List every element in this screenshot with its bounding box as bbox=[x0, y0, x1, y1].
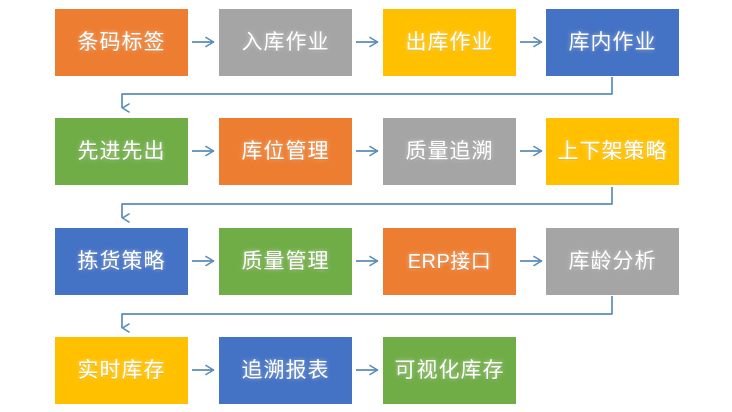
wrap-connector-2-to-3 bbox=[121, 187, 613, 223]
node-inbound-operation[interactable]: 入库作业 bbox=[219, 9, 352, 76]
node-erp-interface[interactable]: ERP接口 bbox=[383, 228, 516, 295]
node-quality-traceability[interactable]: 质量追溯 bbox=[383, 118, 516, 185]
node-barcode-label[interactable]: 条码标签 bbox=[55, 9, 188, 76]
node-picking-strategy[interactable]: 拣货策略 bbox=[55, 228, 188, 295]
node-quality-management[interactable]: 质量管理 bbox=[219, 228, 352, 295]
node-location-management[interactable]: 库位管理 bbox=[219, 118, 352, 185]
node-visual-inventory[interactable]: 可视化库存 bbox=[383, 337, 516, 404]
node-outbound-operation[interactable]: 出库作业 bbox=[383, 9, 516, 76]
wrap-connector-3-to-4 bbox=[121, 296, 613, 333]
node-fifo[interactable]: 先进先出 bbox=[55, 118, 188, 185]
wrap-connector-1-to-2 bbox=[121, 77, 613, 113]
node-traceability-report[interactable]: 追溯报表 bbox=[219, 337, 352, 404]
node-realtime-inventory[interactable]: 实时库存 bbox=[55, 337, 188, 404]
node-putaway-strategy[interactable]: 上下架策略 bbox=[546, 118, 679, 185]
node-in-warehouse-operation[interactable]: 库内作业 bbox=[546, 9, 679, 76]
node-inventory-age-analysis[interactable]: 库龄分析 bbox=[546, 228, 679, 295]
